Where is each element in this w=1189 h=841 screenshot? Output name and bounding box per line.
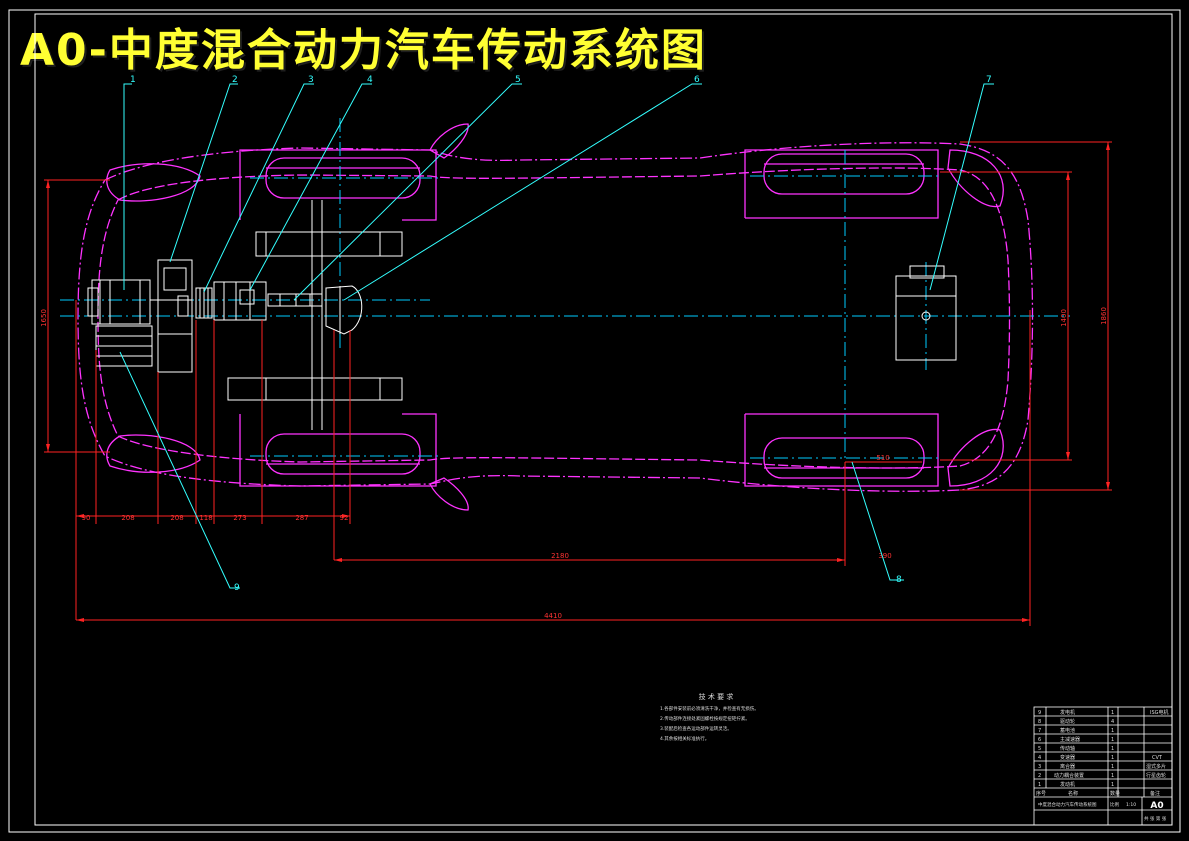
drawing-title: A0-中度混合动力汽车传动系统图 xyxy=(20,25,707,76)
title-block: 9 发电机 1 ISG电机 8 驱动轮 4 7 蓄电池 1 6 主减速器 1 5… xyxy=(1033,706,1173,826)
parts-row-5-qty: 1 xyxy=(1111,746,1114,752)
parts-row-3-name: 离合器 xyxy=(1060,763,1075,770)
inner-border xyxy=(34,13,1173,826)
tech-requirement-line-2: 2.传动部件连接处紧固螺栓按规定扭矩拧紧。 xyxy=(660,715,750,722)
dim-chain-4: 118 xyxy=(199,514,212,522)
parts-row-4-no: 4 xyxy=(1038,755,1041,761)
front-axle-part xyxy=(227,200,403,430)
car-body-outline xyxy=(77,123,1034,511)
parts-row-9-no: 9 xyxy=(1038,710,1041,716)
dim-chain-3: 208 xyxy=(170,514,183,522)
drive-shaft-part xyxy=(267,293,323,307)
title-block-drawing-name: 中度混合动力汽车传动系统图 xyxy=(1038,801,1097,808)
dim-chain-2: 208 xyxy=(121,514,134,522)
tech-requirement-line-1: 1.各部件安装前必须清洗干净，并检查有无损伤。 xyxy=(660,705,759,712)
parts-row-5-no: 5 xyxy=(1038,746,1041,752)
gearbox-part xyxy=(213,281,267,321)
parts-row-9-name: 发电机 xyxy=(1060,709,1075,716)
title-block-sheet-label: 共 张 第 张 xyxy=(1144,815,1167,822)
parts-row-2-no: 2 xyxy=(1038,773,1041,779)
tech-requirement-line-3: 3.装配后检查各运动部件运转灵活。 xyxy=(660,725,732,732)
parts-row-1-name: 发动机 xyxy=(1060,781,1075,788)
header-no: 序号 xyxy=(1036,790,1046,797)
final-drive-part xyxy=(325,285,363,335)
parts-row-9-qty: 1 xyxy=(1111,710,1114,716)
parts-row-3-no: 3 xyxy=(1038,764,1041,770)
dim-left-width: 1650 xyxy=(40,309,48,327)
dimension-lines xyxy=(44,141,1112,626)
parts-row-4-note: CVT xyxy=(1152,755,1163,761)
callout-8: 8 xyxy=(896,575,902,585)
dim-chain-1: 90 xyxy=(82,514,91,522)
callout-3: 3 xyxy=(308,75,314,85)
parts-row-8-no: 8 xyxy=(1038,719,1041,725)
dim-chain-5: 273 xyxy=(233,514,246,522)
parts-row-5-name: 传动轴 xyxy=(1060,745,1075,752)
callout-2: 2 xyxy=(232,75,238,85)
tech-requirements: 技 术 要 求 1.各部件安装前必须清洗干净，并检查有无损伤。 2.传动部件连接… xyxy=(660,692,759,742)
title-block-sheet-size: A0 xyxy=(1150,801,1163,811)
dimension-texts: 90 208 208 118 273 287 92 2180 4410 510 … xyxy=(40,307,1108,620)
powertrain-parts xyxy=(87,200,957,430)
parts-row-8-qty: 4 xyxy=(1111,719,1114,725)
parts-row-1-qty: 1 xyxy=(1111,782,1114,788)
callout-4: 4 xyxy=(367,75,373,85)
parts-row-9-note: ISG电机 xyxy=(1150,709,1169,716)
dim-right-width-inner: 1400 xyxy=(1060,309,1068,327)
parts-row-7-name: 蓄电池 xyxy=(1060,727,1075,734)
outer-border xyxy=(8,9,1181,833)
callout-numbers: 1 2 3 4 5 6 7 8 9 xyxy=(130,75,992,593)
parts-row-7-no: 7 xyxy=(1038,728,1041,734)
dim-chain-6: 287 xyxy=(295,514,308,522)
dimension-arrows xyxy=(46,142,1110,622)
tech-requirements-heading: 技 术 要 求 xyxy=(699,692,734,701)
battery-part xyxy=(895,265,957,361)
parts-row-6-name: 主减速器 xyxy=(1060,736,1080,743)
dim-right-width-outer: 1860 xyxy=(1100,307,1108,325)
parts-row-2-name: 动力耦合装置 xyxy=(1054,772,1084,779)
callout-7: 7 xyxy=(986,75,992,85)
parts-row-8-name: 驱动轮 xyxy=(1060,718,1075,725)
clutch-part xyxy=(195,287,213,319)
coupling-housing-part xyxy=(150,259,193,373)
dim-rear-offset: 390 xyxy=(878,552,891,560)
callout-9: 9 xyxy=(234,583,240,593)
parts-row-6-qty: 1 xyxy=(1111,737,1114,743)
title-block-scale-label: 比例 xyxy=(1110,801,1119,808)
header-name: 名称 xyxy=(1068,790,1078,797)
engine-part xyxy=(87,279,153,367)
parts-row-4-qty: 1 xyxy=(1111,755,1114,761)
dim-overall-length: 4410 xyxy=(544,612,562,620)
tech-requirement-line-4: 4.其余按相关标准执行。 xyxy=(660,735,709,742)
callout-5: 5 xyxy=(515,75,521,85)
header-qty: 数量 xyxy=(1110,790,1120,797)
callout-1: 1 xyxy=(130,75,136,85)
parts-row-3-qty: 1 xyxy=(1111,764,1114,770)
header-note: 备注 xyxy=(1150,790,1160,797)
dim-chain-7: 92 xyxy=(340,514,349,522)
parts-row-4-name: 变速器 xyxy=(1060,754,1075,761)
dim-wheelbase: 2180 xyxy=(551,552,569,560)
title-block-scale-value: 1:10 xyxy=(1126,802,1136,808)
callout-6: 6 xyxy=(694,75,700,85)
parts-row-2-qty: 1 xyxy=(1111,773,1114,779)
leader-lines xyxy=(119,83,994,589)
parts-row-1-no: 1 xyxy=(1038,782,1041,788)
parts-row-2-note: 行星齿轮 xyxy=(1146,772,1166,779)
parts-row-6-no: 6 xyxy=(1038,737,1041,743)
dim-rear-wheel: 510 xyxy=(876,454,889,462)
parts-row-3-note: 湿式多片 xyxy=(1146,763,1166,770)
parts-row-7-qty: 1 xyxy=(1111,728,1114,734)
